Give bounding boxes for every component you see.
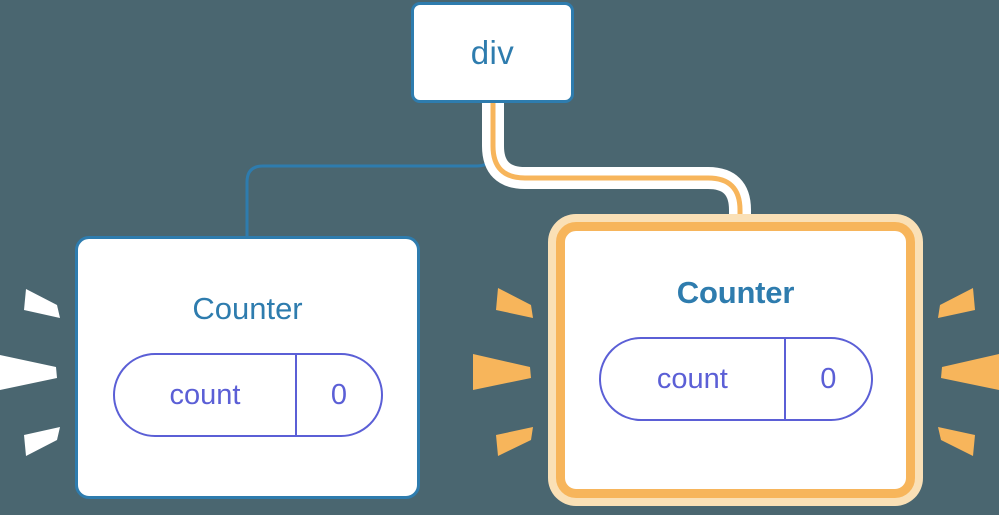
node-div[interactable]: div [411,2,574,103]
node-counter-left-state-pill: count 0 [112,353,383,437]
node-counter-left[interactable]: Counter count 0 [75,236,420,499]
state-value: 0 [330,378,347,411]
state-key: count [601,339,787,419]
ray-white-bottom [24,427,60,456]
node-counter-right-state-pill: count 0 [598,337,873,421]
node-div-label: div [470,33,515,71]
counter-right-right-rays [938,288,999,456]
state-key: count [115,355,298,435]
edge-div-to-counter-right [490,103,743,226]
ray-orange-left-bottom [496,427,533,456]
counter-left-rays [0,289,60,456]
ray-orange-left-top [496,288,533,318]
ray-white-top [24,289,60,318]
node-counter-right[interactable]: Counter count 0 [556,222,915,498]
ray-orange-right-bottom [938,427,975,456]
ray-orange-left-middle [473,354,531,390]
state-value: 0 [820,362,837,395]
node-counter-left-label: Counter [192,291,303,326]
node-counter-right-label: Counter [676,275,795,310]
ray-orange-right-top [938,288,975,318]
ray-orange-right-middle [941,354,999,390]
counter-right-left-rays [473,288,533,456]
ray-white-middle [0,355,57,390]
